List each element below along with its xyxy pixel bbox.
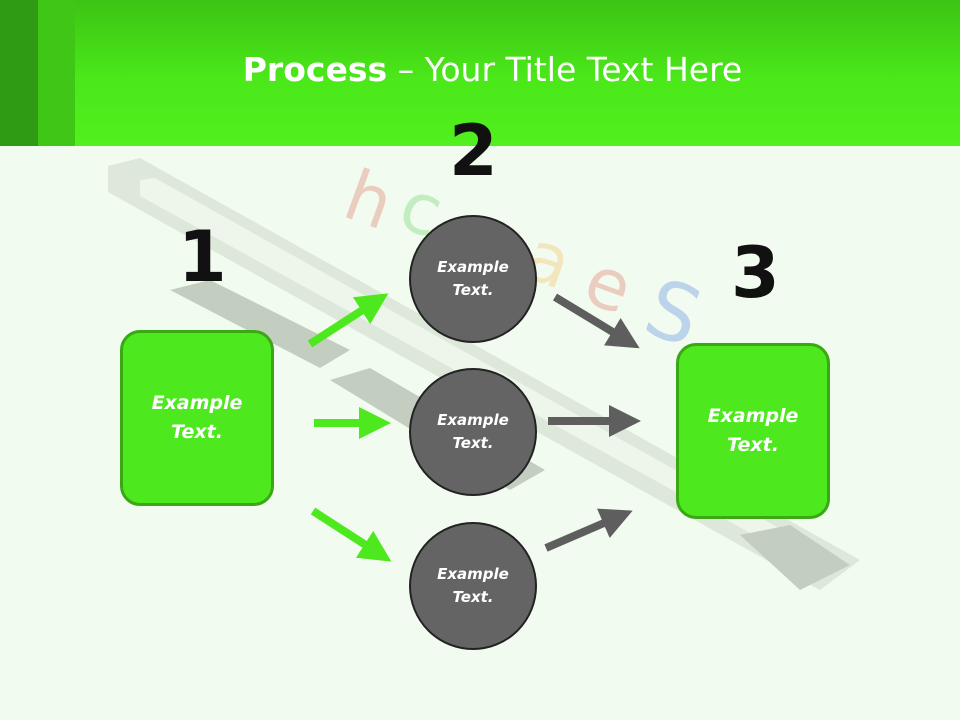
end-box-text: Example Text. (707, 405, 799, 456)
step-number-2: 2 (449, 110, 498, 192)
arrow-start-to-circle-3 (310, 507, 392, 562)
start-box-text: Example Text. (151, 392, 243, 443)
arrow-circle-3-to-end (544, 508, 633, 552)
end-box: Example Text. (676, 343, 830, 519)
title-bold: Process (242, 50, 388, 89)
arrow-circle-1-to-end (552, 293, 640, 349)
slide-title: Process – Your Title Text Here (0, 50, 960, 89)
header-accent-bar-light (38, 0, 75, 146)
step-number-1: 1 (178, 216, 227, 298)
process-circle-3-text: Example Text. (437, 565, 509, 606)
process-circle-1: Example Text. (409, 215, 537, 343)
start-box: Example Text. (120, 330, 274, 506)
header-accent-bar-dark (0, 0, 38, 146)
step-number-3: 3 (731, 232, 780, 314)
process-circle-3: Example Text. (409, 522, 537, 650)
title-rest: – Your Title Text Here (387, 50, 743, 89)
process-circle-1-text: Example Text. (437, 258, 509, 299)
arrow-start-to-circle-1 (307, 293, 389, 348)
title-header: Process – Your Title Text Here (0, 0, 960, 146)
process-circle-2: Example Text. (409, 368, 537, 496)
process-circle-2-text: Example Text. (437, 411, 509, 452)
